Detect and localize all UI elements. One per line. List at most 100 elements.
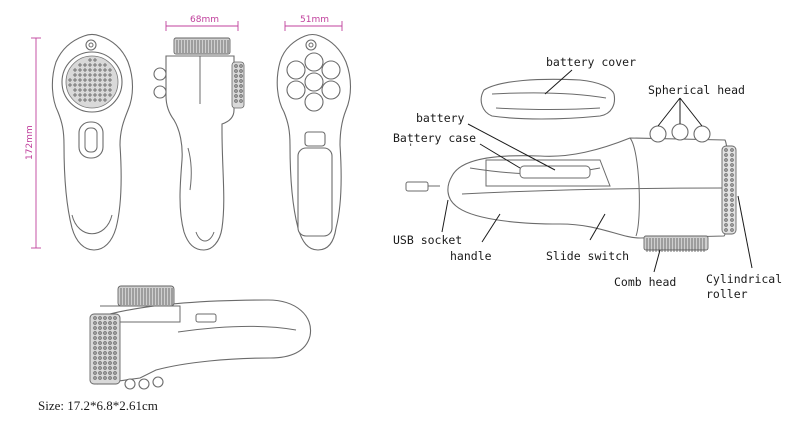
roller-nub (98, 336, 102, 340)
roller-nub (724, 193, 728, 197)
bristle-dot (73, 78, 77, 82)
roller-nub (724, 158, 728, 162)
bristle-dot (108, 78, 112, 82)
label-cylindrical-roller-line1: Cylindrical (706, 272, 782, 286)
roller-nub (108, 356, 112, 360)
roller-nub (730, 153, 734, 157)
roller-nub (730, 188, 734, 192)
front-view-brush (51, 33, 134, 251)
roller-nub (113, 376, 117, 380)
roller-nub (103, 346, 107, 350)
battery-case-part (485, 159, 611, 187)
roller-nub (730, 163, 734, 167)
roller-nub (98, 371, 102, 375)
roller-nub (730, 168, 734, 172)
roller-nub (234, 74, 238, 78)
roller-nub (93, 321, 97, 325)
roller-nub (113, 351, 117, 355)
bristle-dot (88, 73, 92, 77)
roller-nub (724, 183, 728, 187)
battery-cover-part (480, 78, 616, 120)
roller-nub (234, 84, 238, 88)
roller-nub (103, 356, 107, 360)
roller-nub (93, 371, 97, 375)
roller-nub (730, 178, 734, 182)
roller-nub (724, 228, 728, 232)
roller-nub (113, 341, 117, 345)
bristle-dot (88, 83, 92, 87)
roller-nub (730, 228, 734, 232)
side-view (153, 37, 245, 251)
roller-nub (724, 213, 728, 217)
bristle-dot (98, 68, 102, 72)
label-cylindrical-roller-line2: roller (706, 287, 748, 301)
roller-nub (724, 223, 728, 227)
spherical-head-2 (671, 123, 689, 141)
roller-nub (108, 316, 112, 320)
roller-nub (724, 178, 728, 182)
roller-nub (93, 356, 97, 360)
roller-nub (93, 341, 97, 345)
bristle-dot (108, 73, 112, 77)
label-spherical-head: Spherical head (648, 83, 745, 97)
roller-nub (724, 168, 728, 172)
roller-nub (98, 341, 102, 345)
roller-nub (103, 371, 107, 375)
roller-nub (108, 371, 112, 375)
bristle-dot (78, 73, 82, 77)
bristle-dot (83, 93, 87, 97)
roller-nub (103, 376, 107, 380)
roller-nub (234, 79, 238, 83)
roller-nub (730, 223, 734, 227)
roller-nub (113, 371, 117, 375)
label-handle: handle (450, 249, 492, 263)
label-battery: battery (416, 111, 465, 125)
bristle-dot (68, 78, 72, 82)
bristle-pad (65, 55, 119, 109)
bristle-dot (93, 78, 97, 82)
svg-text:': ' (408, 143, 413, 153)
roller-nub (730, 203, 734, 207)
bristle-dot (108, 68, 112, 72)
depth-dimension-label: 51mm (300, 15, 329, 25)
bristle-dot (88, 78, 92, 82)
roller-nub (103, 341, 107, 345)
roller-nub (93, 346, 97, 350)
roller-nub (730, 148, 734, 152)
cylindrical-roller-part (721, 145, 737, 235)
roller-nub (724, 188, 728, 192)
roller-nub (103, 316, 107, 320)
bristle-dot (78, 83, 82, 87)
bristle-dot (98, 88, 102, 92)
roller-nub (108, 341, 112, 345)
bristle-dot (93, 83, 97, 87)
label-battery-cover: battery cover (546, 55, 636, 69)
roller-nub (108, 336, 112, 340)
roller-nub (103, 336, 107, 340)
roller-nub (724, 218, 728, 222)
roller-nub (93, 376, 97, 380)
roller-nub (103, 361, 107, 365)
bristle-dot (83, 63, 87, 67)
roller-nub (113, 321, 117, 325)
roller-nub (730, 218, 734, 222)
bristle-dot (93, 93, 97, 97)
roller-nub (93, 331, 97, 335)
bristle-dot (73, 83, 77, 87)
roller-nub (98, 346, 102, 350)
roller-nub (724, 163, 728, 167)
roller-nub (239, 94, 243, 98)
depth-dimension: 51mm (284, 15, 343, 31)
bristle-dot (88, 88, 92, 92)
bristle-dot (78, 98, 82, 102)
bristle-dot (88, 68, 92, 72)
roller-nub (234, 64, 238, 68)
bristle-dot (98, 98, 102, 102)
roller-nub (113, 316, 117, 320)
bristle-dot (88, 93, 92, 97)
bristle-dot (93, 58, 97, 62)
bristle-dot (98, 78, 102, 82)
roller-nub (103, 331, 107, 335)
bristle-dot (108, 83, 112, 87)
